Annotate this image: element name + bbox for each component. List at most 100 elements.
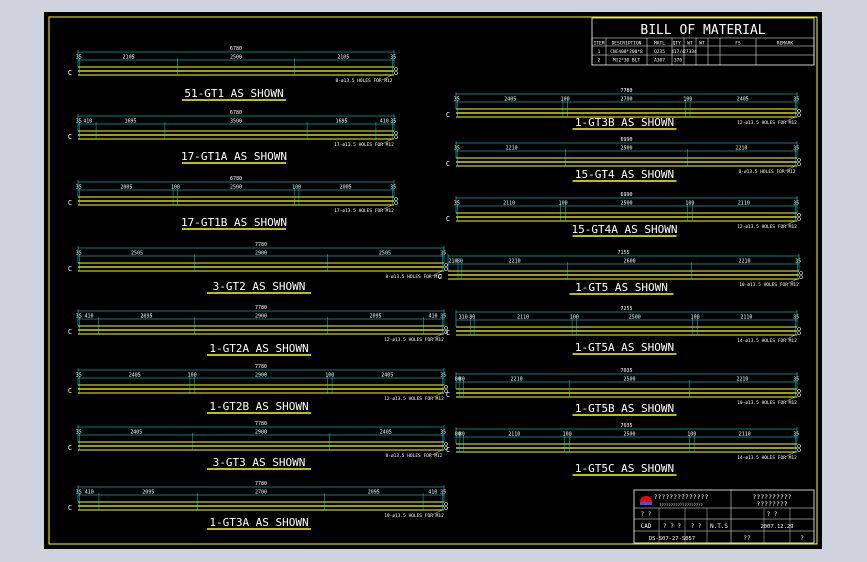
segment-dimension-label: 80 <box>455 377 461 383</box>
hole-note: 17-ø13.5 HOLES FOR M12 <box>334 142 394 148</box>
bolt-hole <box>797 113 801 117</box>
scale-label: N.T.S <box>710 523 728 530</box>
segment-dimension-label: 2210 <box>735 146 747 152</box>
bolt-hole <box>394 67 398 71</box>
bolt-hole <box>394 135 398 139</box>
segment-dimension-label: 2405 <box>381 373 393 379</box>
bom-header-cell: QTY. <box>673 41 684 47</box>
segment-dimension-label: 2500 <box>629 315 641 321</box>
segment-dimension-label: 3500 <box>230 119 242 125</box>
drawing-subtitle: ???????? <box>756 500 787 508</box>
date-label: 2007.12.29 <box>760 524 793 530</box>
bom-cell: 27334 <box>683 49 697 55</box>
section-mark: C <box>446 215 450 223</box>
segment-dimension-label: 35 <box>454 201 460 207</box>
hole-note: 12-ø13.5 HOLES FOR M12 <box>737 224 797 230</box>
leader-line <box>784 220 796 227</box>
segment-dimension-label: 1695 <box>124 119 136 125</box>
segment-dimension-label: 1695 <box>335 119 347 125</box>
segment-dimension-label: 35 <box>76 373 82 379</box>
segment-dimension-label: 2500 <box>230 185 242 191</box>
company-subtitle: ??????????????????? <box>659 502 702 507</box>
bom-cell: M12*30 BLT <box>613 58 640 64</box>
segment-dimension-label: 35 <box>793 201 799 207</box>
overall-length-label: 6780 <box>230 110 242 116</box>
segment-dimension-label: 2005 <box>120 185 132 191</box>
bolt-hole <box>394 197 398 201</box>
bolt-hole <box>444 385 448 389</box>
bolt-hole <box>797 158 801 162</box>
segment-dimension-label: 2095 <box>142 490 154 496</box>
bolt-hole <box>797 162 801 166</box>
leader-line <box>381 74 393 81</box>
segment-dimension-label: 35 <box>76 251 82 257</box>
section-mark: C <box>446 391 450 399</box>
leader-line <box>381 138 393 145</box>
segment-dimension-label: 2405 <box>130 430 142 436</box>
overall-length-label: 7780 <box>255 481 267 487</box>
segment-dimension-label: 2095 <box>368 490 380 496</box>
cad-label: CAD <box>641 523 652 530</box>
section-mark: C <box>68 133 72 141</box>
hole-note: 14-ø13.5 HOLES FOR M12 <box>737 455 797 461</box>
segment-dimension-label: 35 <box>76 490 82 496</box>
part-label: 3-GT3 AS SHOWN <box>213 456 306 469</box>
part-label: 1-GT2A AS SHOWN <box>209 342 308 355</box>
leader-line <box>381 204 393 211</box>
bom-cell: 1 <box>598 49 601 55</box>
segment-dimension-label: 2700 <box>255 490 267 496</box>
bom-header-cell: WT <box>699 41 705 47</box>
segment-dimension-label: 410 <box>83 119 92 125</box>
section-mark: C <box>446 446 450 454</box>
overall-length-label: 7780 <box>255 421 267 427</box>
segment-dimension-label: 35 <box>390 185 396 191</box>
segment-dimension-label: 2405 <box>129 373 141 379</box>
segment-dimension-label: 410 <box>428 314 437 320</box>
bolt-hole <box>797 331 801 335</box>
bolt-hole <box>444 389 448 393</box>
segment-dimension-label: 2405 <box>380 430 392 436</box>
overall-length-label: 7035 <box>620 423 632 429</box>
segment-dimension-label: 2405 <box>737 97 749 103</box>
overall-length-label: 7255 <box>620 306 632 312</box>
segment-dimension-label: 35 <box>76 55 82 61</box>
bom-header-cell: WT <box>687 41 693 47</box>
segment-dimension-label: 100 <box>325 373 334 379</box>
section-mark: C <box>68 387 72 395</box>
segment-dimension-label: 2600 <box>624 259 636 265</box>
bom-header-cell: DESCRIPTION <box>612 41 642 47</box>
section-mark: C <box>446 329 450 337</box>
bolt-hole <box>444 267 448 271</box>
part-label: 17-GT1B AS SHOWN <box>181 216 287 229</box>
part-label: 3-GT2 AS SHOWN <box>213 280 306 293</box>
company-logo <box>640 502 652 505</box>
overall-length-label: 7780 <box>255 242 267 248</box>
section-mark: C <box>68 504 72 512</box>
section-mark: C <box>68 328 72 336</box>
hole-note: 8-ø13.5 HOLES FOR M12 <box>386 274 443 280</box>
segment-dimension-label: 410 <box>84 314 93 320</box>
segment-dimension-label: 80 <box>455 432 461 438</box>
segment-dimension-label: 35 <box>440 430 446 436</box>
bom-header-cell: ITEM <box>594 41 605 47</box>
bolt-hole <box>799 275 803 279</box>
hole-note: 14-ø13.5 HOLES FOR M12 <box>737 338 797 344</box>
part-label: 15-GT4A AS SHOWN <box>572 223 678 236</box>
segment-dimension-label: 35 <box>390 119 396 125</box>
company-logo <box>640 496 652 502</box>
segment-dimension-label: 35 <box>454 97 460 103</box>
section-mark: C <box>68 444 72 452</box>
hole-note: 17-ø13.5 HOLES FOR M12 <box>334 208 394 214</box>
bom-cell: 417/4 <box>671 49 685 55</box>
overall-length-label: 7780 <box>255 364 267 370</box>
bom-cell: 376 <box>674 58 682 64</box>
segment-dimension-label: 80 <box>459 432 465 438</box>
hole-note: 8-ø13.5 HOLES FOR M12 <box>739 169 796 175</box>
segment-dimension-label: 2110 <box>740 315 752 321</box>
section-mark: C <box>68 265 72 273</box>
segment-dimension-label: 35 <box>390 55 396 61</box>
bom-cell: A307 <box>654 58 665 64</box>
segment-dimension-label: 100 <box>687 432 696 438</box>
segment-dimension-label: 100 <box>559 201 568 207</box>
